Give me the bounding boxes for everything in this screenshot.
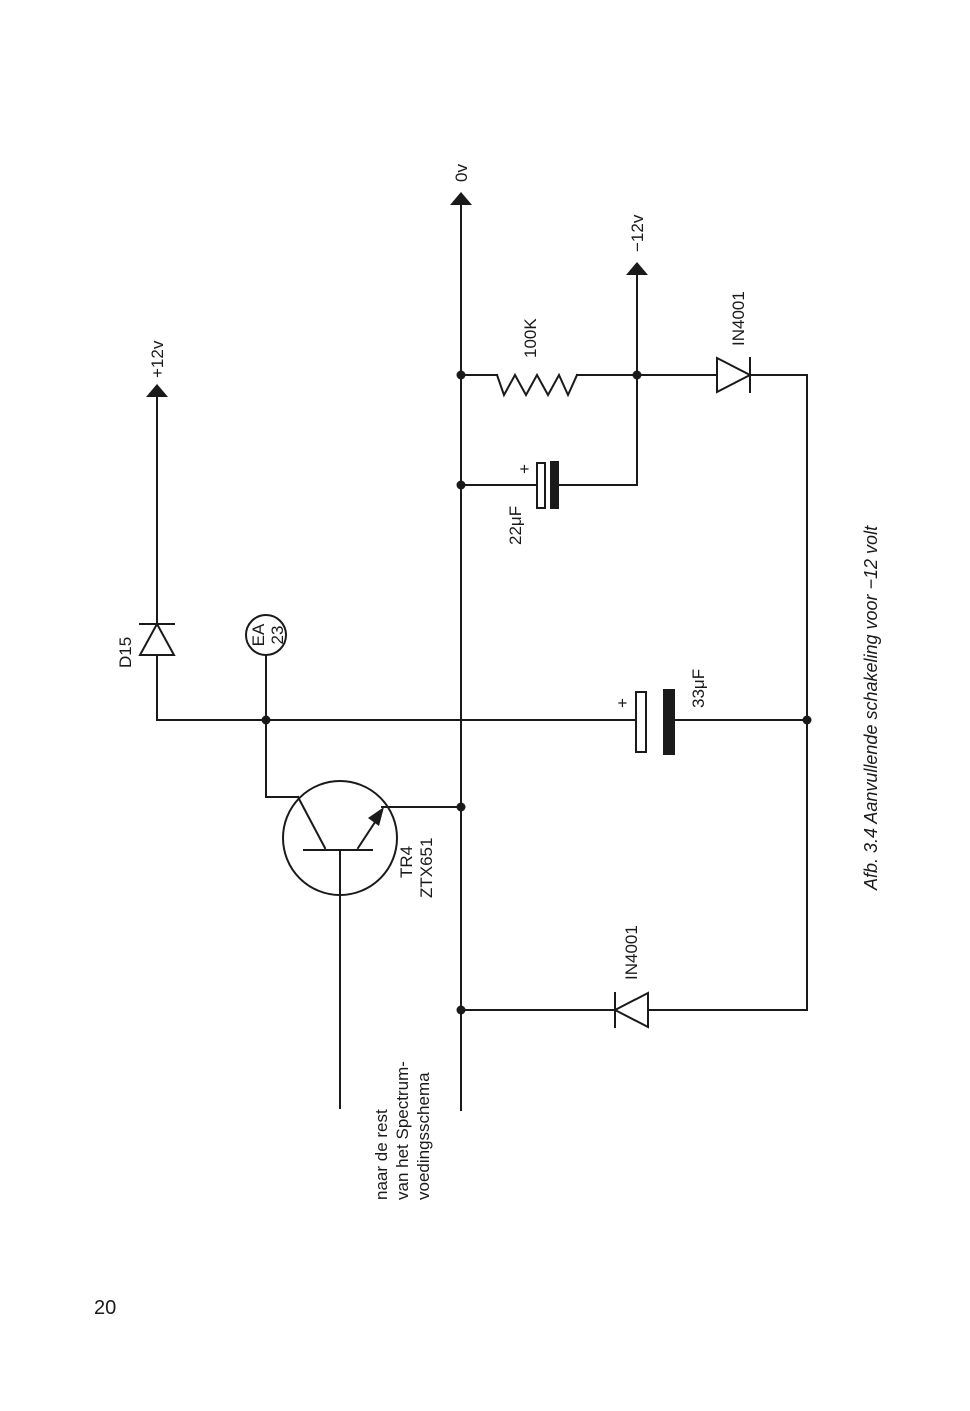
junction-dot [456,480,466,490]
diode-top-triangle [716,356,753,394]
d15-triangle [138,621,176,656]
ea23-connector [245,614,287,656]
cap22-plate-negative [550,461,559,509]
rail-0v-label: 0v [452,164,471,182]
diode-bottom-triangle [612,991,649,1029]
diode-bottom-label: IN4001 [622,925,641,980]
plus12-label: +12v [148,340,167,378]
junction-dot [456,370,466,380]
junction-dot [456,1005,466,1015]
ea23-label-bottom: 23 [268,626,287,645]
ea23-label-top: EA [249,623,268,646]
junction-dot [261,715,271,725]
cap22-plus-sign: + [515,464,534,474]
cap33-plus-sign: + [613,698,632,708]
transistor-ref-label: TR4 [397,846,416,878]
cap33-plate-positive [635,691,647,753]
cap33-label: 33μF [689,669,708,708]
cap33-plate-negative [663,689,675,755]
junction-dot [632,370,642,380]
transistor-emitter-arrow [368,807,384,826]
rail-0v-arrow [450,192,472,205]
resistor-100k [495,372,579,398]
page-number: 20 [94,1297,117,1319]
rail-minus12-label: −12v [628,214,647,252]
cap22-plate-positive [536,462,546,509]
plus12-arrow [146,384,168,397]
note-line-2: van het Spectrum- [393,1061,412,1200]
diode-top-label: IN4001 [729,291,748,346]
transistor-collector [296,795,327,850]
d15-label: D15 [116,637,135,668]
junction-dot [456,802,466,812]
figure-caption: Afb. 3.4 Aanvullende schakeling voor −12… [861,525,881,891]
rail-minus12-arrow [626,262,648,275]
resistor-label: 100K [521,318,540,358]
junction-dot [802,715,812,725]
note-line-3: voedingsschema [414,1072,433,1200]
note-line-1: naar de rest [372,1109,391,1200]
cap22-label: 22μF [506,506,525,545]
transistor-type-label: ZTX651 [417,838,436,898]
